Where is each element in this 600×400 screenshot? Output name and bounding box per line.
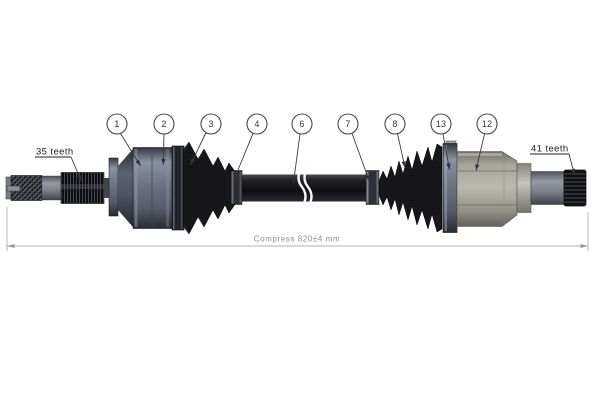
leader-line (475, 133, 486, 171)
housing-nose-flange (108, 157, 119, 217)
svg-text:4: 4 (254, 119, 259, 129)
balloon-circle (430, 113, 452, 135)
right-boot-small-clamp (365, 170, 380, 205)
balloon-circle (476, 113, 498, 135)
balloon-12: 12 (475, 113, 498, 171)
balloon-13: 13 (430, 113, 452, 170)
boot-pleat-highlights (183, 141, 219, 235)
axle-assembly (5, 140, 587, 235)
dimension-arrow-right (580, 244, 588, 248)
right-boot-ring (442, 140, 458, 233)
left-boot-band (171, 145, 185, 231)
balloon-circle (384, 113, 406, 135)
svg-text:12: 12 (482, 119, 493, 129)
svg-text:13: 13 (436, 119, 447, 129)
svg-text:8: 8 (392, 119, 397, 129)
overall-dimension: Compress 820±4 mm (6, 207, 589, 251)
dimension-arrow-left (7, 244, 15, 248)
balloon-circle (153, 113, 175, 135)
leader-line (397, 133, 406, 168)
svg-text:6: 6 (299, 119, 304, 129)
svg-text:3: 3 (208, 119, 213, 129)
dimension-text: Compress 820±4 mm (254, 235, 341, 244)
spline-neck (104, 178, 111, 198)
housing-collar (516, 163, 532, 213)
left-boot-small-clamp (230, 170, 243, 205)
leader-line (351, 133, 370, 182)
balloon-circle (106, 113, 128, 135)
leader-line (234, 133, 254, 179)
balloon-4: 4 (234, 113, 268, 179)
balloon-circle (291, 113, 313, 135)
left-teeth-label: 35 teeth (36, 147, 74, 158)
balloon-7: 7 (337, 113, 370, 182)
cotter-pin-slot (6, 185, 21, 192)
balloon-8: 8 (384, 113, 406, 168)
right-teeth-leader (568, 153, 576, 176)
left-spline-35-teeth (60, 172, 105, 204)
balloon-2: 2 (153, 113, 175, 166)
left-smooth-journal (41, 175, 63, 201)
svg-text:2: 2 (161, 119, 166, 129)
left-teeth-leader (70, 156, 82, 182)
leader-line (190, 132, 207, 166)
shaft-break-symbol (297, 166, 313, 209)
svg-text:7: 7 (345, 119, 350, 129)
right-cv-housing (456, 151, 518, 227)
balloon-1: 1 (106, 113, 141, 167)
spline-labels: 35 teeth 41 teeth (35, 144, 576, 182)
svg-text:1: 1 (114, 119, 119, 129)
leader-line (120, 133, 141, 167)
balloon-circle (337, 113, 359, 135)
left-cv-housing (108, 147, 173, 229)
right-stub-shaft (530, 171, 565, 205)
callout-balloons: 1 2 3 4 6 7 8 (106, 113, 498, 183)
leader-line (292, 133, 301, 183)
right-spline-41-teeth (563, 169, 587, 207)
balloon-circle (200, 113, 222, 135)
housing-cone (118, 149, 133, 227)
leader-line (161, 133, 166, 166)
balloon-3: 3 (190, 113, 222, 166)
balloon-6: 6 (291, 113, 313, 183)
left-cv-boot (182, 141, 237, 235)
right-teeth-label: 41 teeth (531, 144, 569, 155)
balloon-circle (246, 113, 268, 135)
leader-line (442, 133, 451, 170)
right-cv-boot (378, 143, 443, 233)
